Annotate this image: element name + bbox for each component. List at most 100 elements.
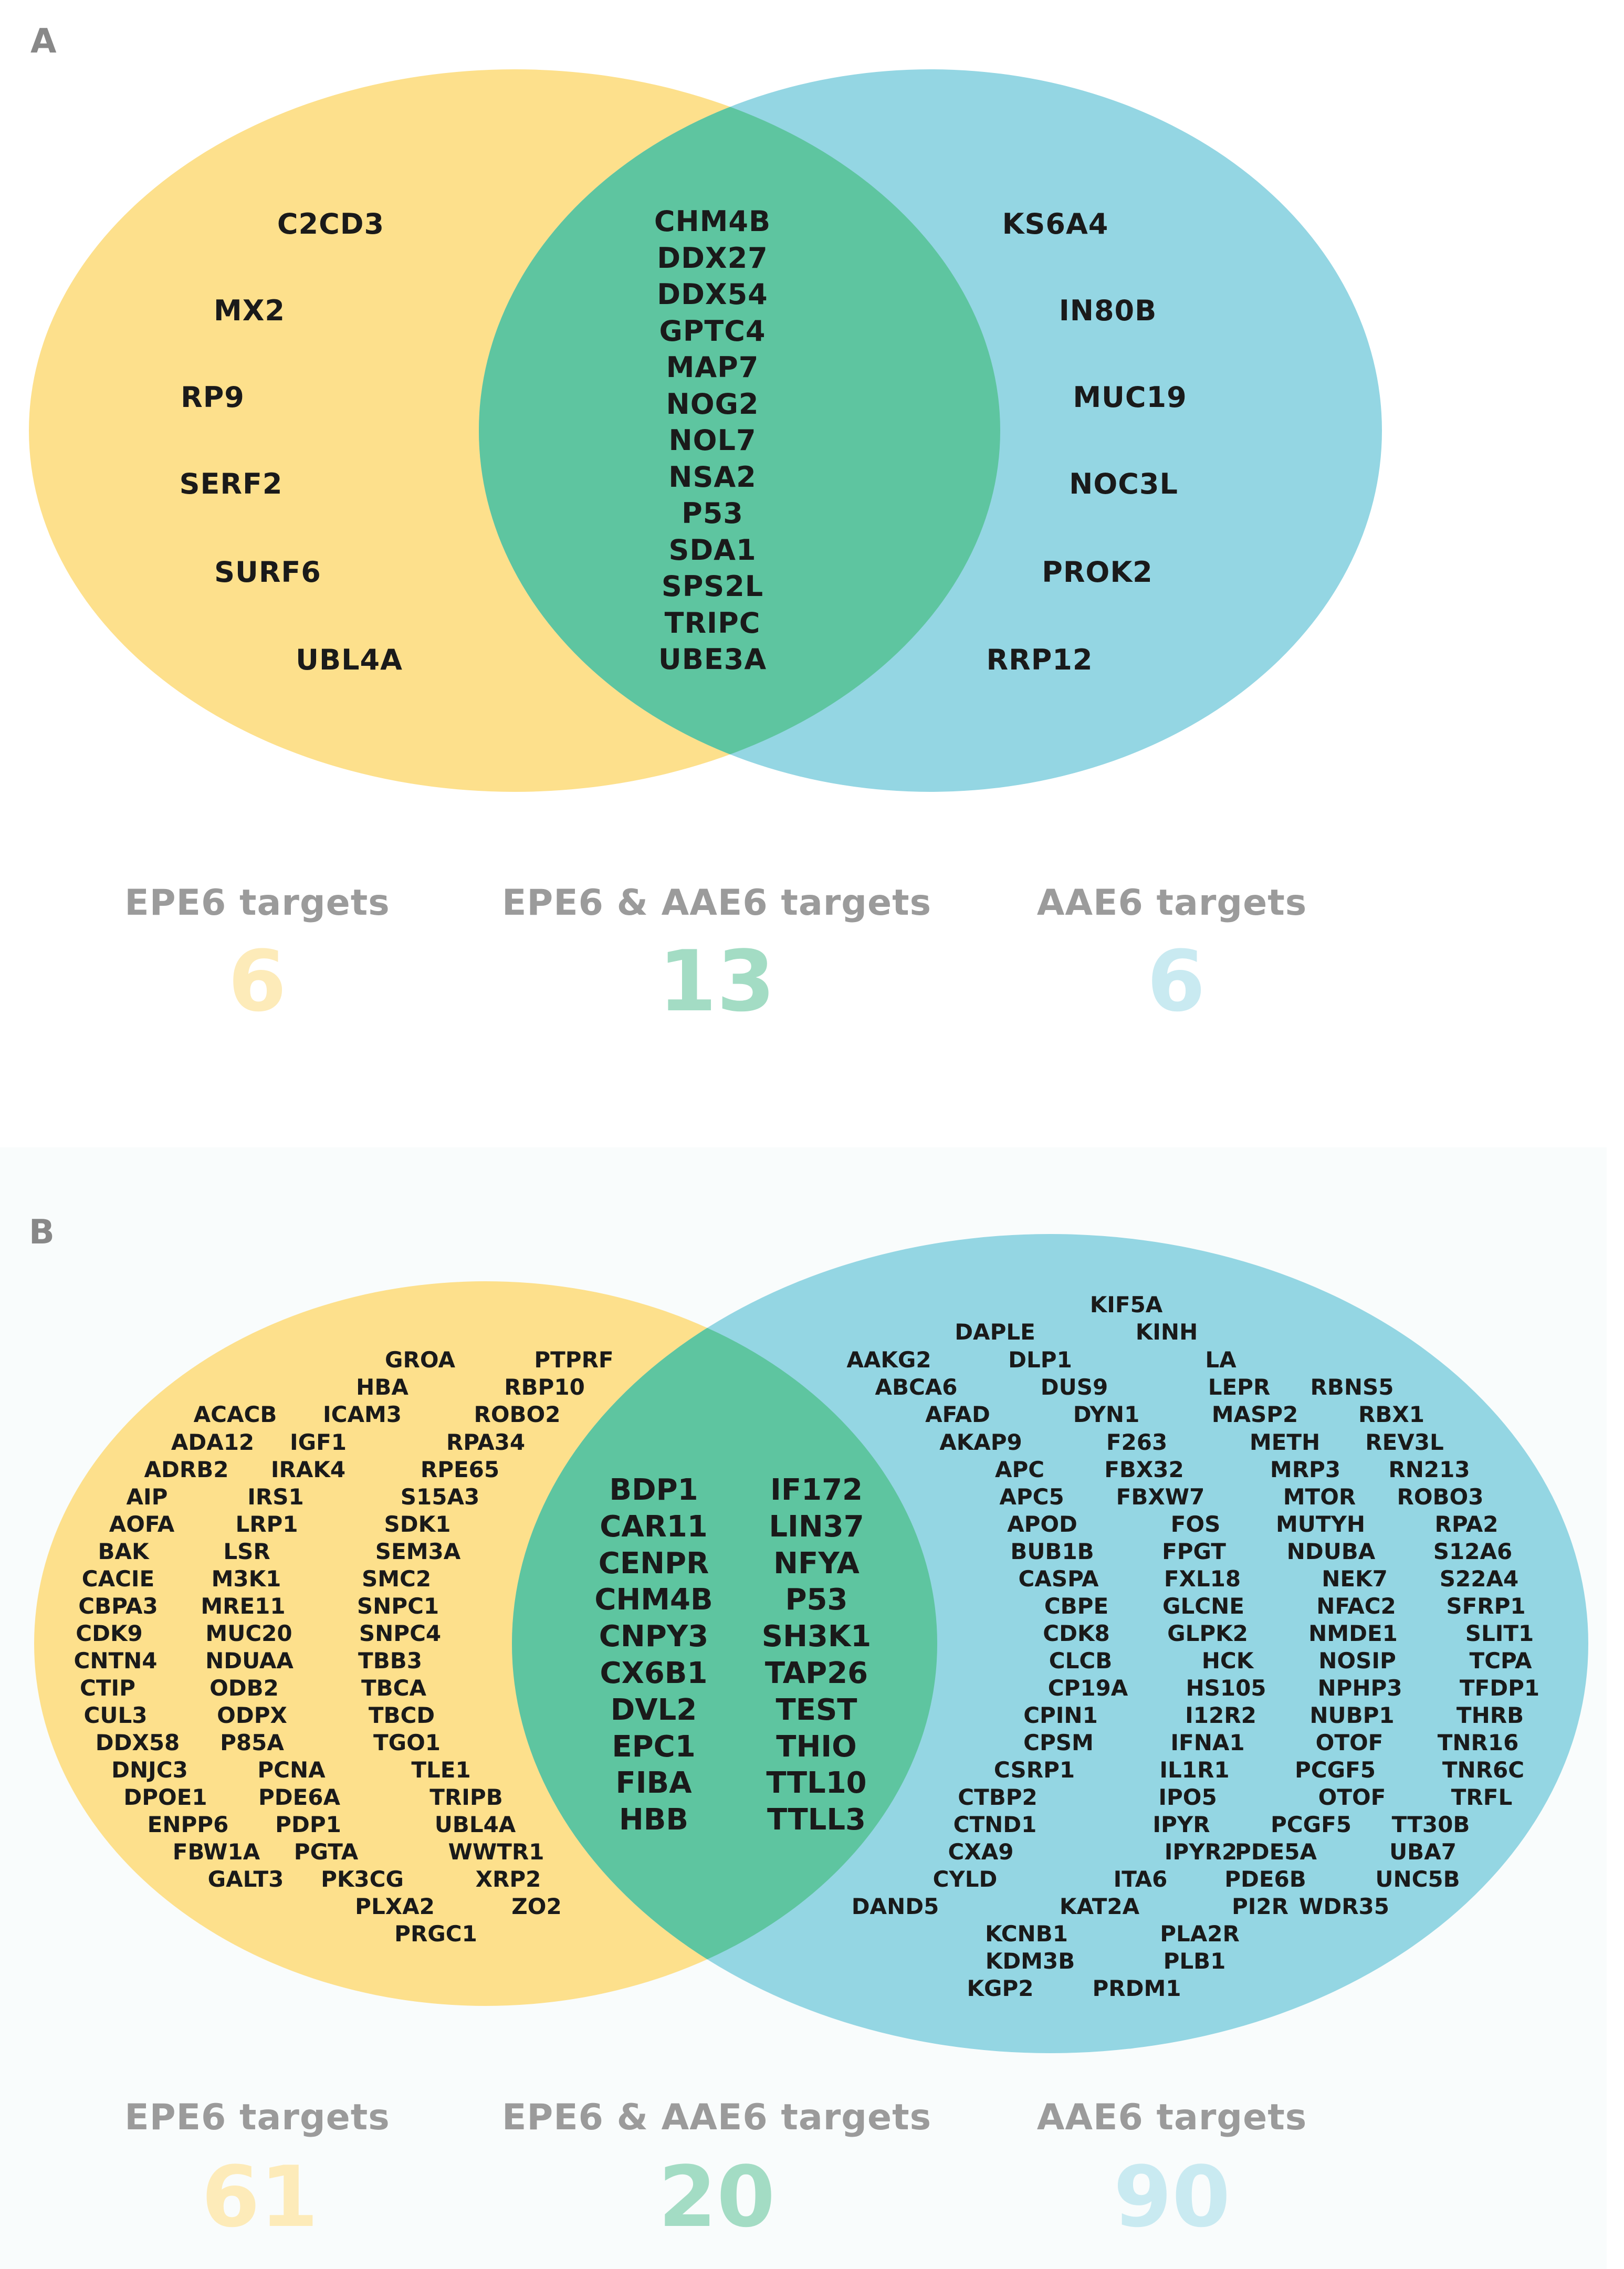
gene-label-panel-b-aae6-only: TCPA: [1469, 1648, 1532, 1674]
gene-label-panel-b-epe6-only: SEM3A: [375, 1539, 461, 1564]
gene-label-panel-b-epe6-only: WWTR1: [448, 1839, 544, 1865]
gene-label-panel-b-epe6-only: PK3CG: [321, 1866, 404, 1892]
gene-label-panel-b-epe6-only: SMC2: [361, 1566, 432, 1592]
gene-label-panel-b-epe6-only: ADRB2: [144, 1457, 229, 1482]
gene-label-panel-b-epe6-only: LRP1: [235, 1511, 298, 1537]
gene-label-panel-a-overlap: NOL7: [668, 424, 757, 457]
gene-label-panel-b-epe6-only: PDE6A: [258, 1784, 341, 1810]
gene-label-panel-b-aae6-only: PRDM1: [1092, 1975, 1181, 2001]
gene-label-panel-b-aae6-only: NPHP3: [1317, 1675, 1402, 1701]
panel-a-aae6-count: 6: [1147, 932, 1206, 1030]
gene-label-panel-b-overlap: EPC1: [612, 1729, 696, 1764]
gene-label-panel-b-aae6-only: AFAD: [925, 1402, 990, 1427]
gene-label-panel-b-aae6-only: TT30B: [1391, 1812, 1470, 1837]
gene-label-panel-b-aae6-only: CLCB: [1049, 1648, 1113, 1674]
gene-label-panel-b-epe6-only: MUC20: [205, 1620, 292, 1646]
gene-label-panel-b-epe6-only: XRP2: [475, 1866, 541, 1892]
gene-label-panel-b-aae6-only: THRB: [1456, 1702, 1524, 1728]
gene-label-panel-b-aae6-only: CTND1: [953, 1812, 1037, 1837]
gene-label-panel-b-epe6-only: SNPC4: [359, 1620, 442, 1646]
gene-label-panel-b-epe6-only: ODPX: [217, 1702, 287, 1728]
gene-label-panel-b-epe6-only: PTPRF: [534, 1347, 614, 1373]
gene-label-panel-b-aae6-only: KIF5A: [1089, 1292, 1163, 1318]
gene-label-panel-b-epe6-only: IGF1: [289, 1429, 347, 1455]
gene-label-panel-b-aae6-only: DYN1: [1073, 1402, 1140, 1427]
gene-label-panel-b-epe6-only: DNJC3: [111, 1757, 188, 1783]
gene-label-panel-b-epe6-only: TBCD: [368, 1702, 435, 1728]
gene-label-panel-a-overlap: MAP7: [666, 351, 759, 384]
panel-b-aae6-count: 90: [1113, 2148, 1231, 2246]
gene-label-panel-b-aae6-only: TNR6C: [1442, 1757, 1525, 1783]
gene-label-panel-b-overlap: CAR11: [600, 1509, 708, 1544]
gene-label-panel-a-overlap: DDX27: [657, 241, 768, 275]
gene-label-panel-b-aae6-only: IFNA1: [1170, 1730, 1245, 1755]
gene-label-panel-b-overlap: CENPR: [598, 1546, 709, 1581]
gene-label-panel-b-aae6-only: NDUBA: [1286, 1539, 1376, 1564]
gene-label-panel-b-epe6-only: TBB3: [358, 1648, 422, 1674]
gene-label-panel-b-aae6-only: MTOR: [1283, 1484, 1356, 1510]
gene-label-panel-b-aae6-only: KDM3B: [985, 1948, 1075, 1974]
gene-label-panel-a-overlap: CHM4B: [654, 205, 771, 238]
gene-label-panel-b-aae6-only: MRP3: [1270, 1457, 1341, 1482]
gene-label-panel-b-aae6-only: PI2R: [1232, 1894, 1288, 1919]
gene-label-panel-b-aae6-only: FOS: [1170, 1511, 1221, 1537]
gene-label-panel-b-epe6-only: PLXA2: [355, 1894, 435, 1919]
gene-label-panel-a-aae6-only: MUC19: [1073, 381, 1187, 414]
gene-label-panel-b-aae6-only: TFDP1: [1459, 1675, 1540, 1701]
gene-label-panel-b-aae6-only: TRFL: [1451, 1784, 1513, 1810]
gene-label-panel-b-epe6-only: P85A: [220, 1730, 284, 1755]
gene-label-panel-b-aae6-only: HS105: [1186, 1675, 1266, 1701]
gene-label-panel-b-aae6-only: NOSIP: [1318, 1648, 1396, 1674]
gene-label-panel-b-aae6-only: KINH: [1135, 1319, 1198, 1345]
gene-label-panel-b-epe6-only: ROBO2: [474, 1402, 561, 1427]
gene-label-panel-b-aae6-only: RBX1: [1358, 1402, 1424, 1427]
gene-label-panel-b-epe6-only: GALT3: [207, 1866, 284, 1892]
gene-label-panel-b-aae6-only: HCK: [1201, 1648, 1254, 1674]
gene-label-panel-b-epe6-only: AIP: [126, 1484, 168, 1510]
gene-label-panel-b-aae6-only: S12A6: [1433, 1539, 1513, 1564]
gene-label-panel-b-aae6-only: REV3L: [1365, 1429, 1444, 1455]
gene-label-panel-b-epe6-only: CNTN4: [74, 1648, 158, 1674]
gene-label-panel-b-aae6-only: DAPLE: [955, 1319, 1035, 1345]
gene-label-panel-b-aae6-only: CSRP1: [993, 1757, 1075, 1783]
gene-label-panel-a-epe6-only: SURF6: [214, 556, 321, 589]
gene-label-panel-b-aae6-only: DLP1: [1008, 1347, 1072, 1373]
gene-label-panel-a-overlap: NSA2: [668, 460, 757, 494]
gene-label-panel-b-overlap: THIO: [776, 1729, 857, 1764]
gene-label-panel-b-epe6-only: DDX58: [95, 1730, 180, 1755]
gene-label-panel-b-aae6-only: IPO5: [1158, 1784, 1217, 1810]
gene-label-panel-b-epe6-only: GROA: [385, 1347, 455, 1373]
gene-label-panel-b-aae6-only: IPYR2: [1164, 1839, 1238, 1865]
gene-label-panel-b-epe6-only: LSR: [223, 1539, 270, 1564]
panel-a-label: A: [30, 22, 57, 61]
gene-label-panel-b-epe6-only: RPA34: [446, 1429, 526, 1455]
gene-label-panel-b-aae6-only: PCGF5: [1295, 1757, 1376, 1783]
gene-label-panel-b-epe6-only: ICAM3: [323, 1402, 402, 1427]
gene-label-panel-b-aae6-only: F263: [1106, 1429, 1168, 1455]
gene-label-panel-b-aae6-only: OTOF: [1315, 1730, 1384, 1755]
gene-label-panel-b-aae6-only: DUS9: [1040, 1374, 1108, 1400]
gene-label-panel-b-epe6-only: PRGC1: [394, 1921, 477, 1947]
gene-label-panel-b-epe6-only: ZO2: [511, 1894, 562, 1919]
gene-label-panel-a-overlap: SDA1: [668, 533, 757, 567]
gene-label-panel-b-aae6-only: CYLD: [933, 1866, 998, 1892]
gene-label-panel-b-aae6-only: MASP2: [1211, 1402, 1298, 1427]
gene-label-panel-b-aae6-only: CTBP2: [958, 1784, 1038, 1810]
panel-b-overlap-stat-label: EPE6 & AAE6 targets: [501, 2097, 932, 2138]
gene-label-panel-b-aae6-only: WDR35: [1299, 1894, 1389, 1919]
gene-label-panel-b-aae6-only: AAKG2: [846, 1347, 931, 1373]
gene-label-panel-b-overlap: SH3K1: [761, 1619, 872, 1654]
gene-label-panel-b-epe6-only: BAK: [98, 1539, 149, 1564]
gene-label-panel-b-overlap: CHM4B: [594, 1583, 713, 1617]
gene-label-panel-b-aae6-only: NFAC2: [1316, 1593, 1396, 1619]
gene-label-panel-b-aae6-only: ABCA6: [875, 1374, 958, 1400]
gene-label-panel-b-epe6-only: PCNA: [257, 1757, 326, 1783]
gene-label-panel-a-epe6-only: RP9: [181, 381, 245, 414]
gene-label-panel-b-overlap: NFYA: [773, 1546, 860, 1581]
gene-label-panel-b-aae6-only: IPYR: [1152, 1812, 1210, 1837]
gene-label-panel-b-epe6-only: AOFA: [109, 1511, 175, 1537]
gene-label-panel-b-aae6-only: METH: [1249, 1429, 1321, 1455]
gene-label-panel-a-epe6-only: MX2: [214, 294, 285, 327]
gene-label-panel-b-epe6-only: DPOE1: [123, 1784, 207, 1810]
